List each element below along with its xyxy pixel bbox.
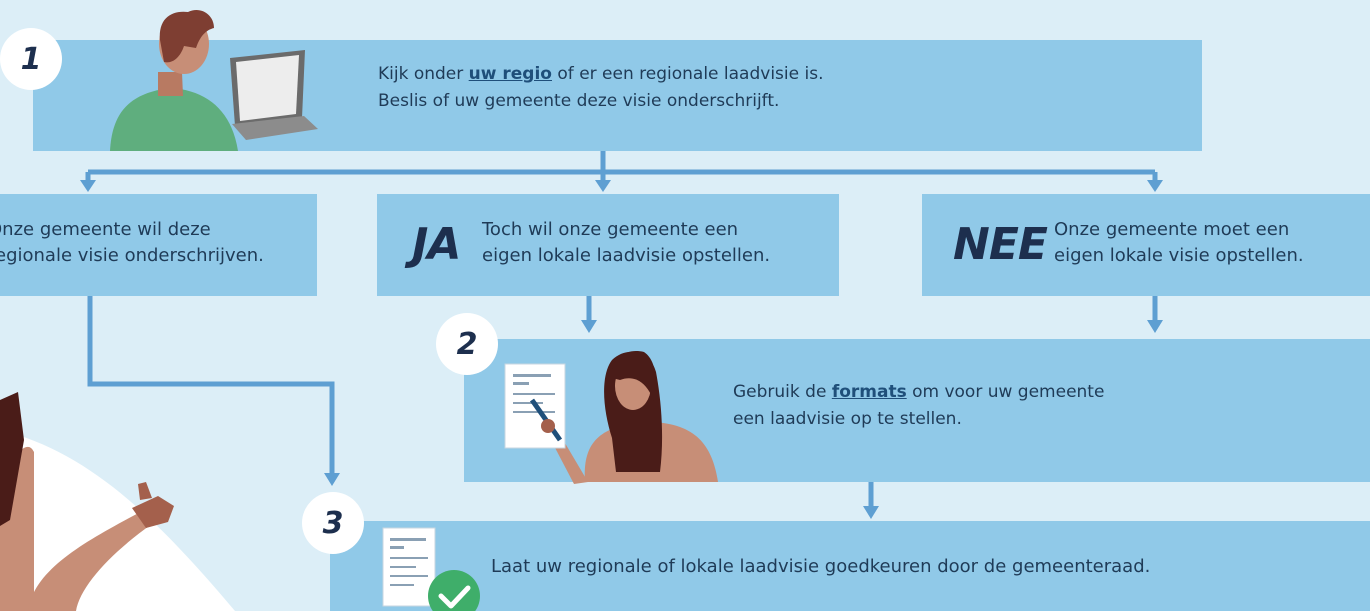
step1-badge: 1 <box>0 28 62 90</box>
approved-document-icon <box>382 527 480 611</box>
step3-badge: 3 <box>302 492 364 554</box>
branch-left-box <box>0 194 317 296</box>
arrow-step2-step3 <box>863 506 879 519</box>
step3-box <box>330 521 1370 611</box>
branch-left-line1: Onze gemeente wil deze <box>0 219 211 240</box>
uw-regio-link[interactable]: uw regio <box>468 64 552 84</box>
man-laptop-illustration <box>110 9 318 151</box>
ja-label: JA <box>412 219 461 270</box>
nee-label: NEE <box>953 219 1048 270</box>
formats-link[interactable]: formats <box>831 382 907 402</box>
step2-text: Gebruik de formats om voor uw gemeente e… <box>733 379 1104 433</box>
branch-left-line2: regionale visie onderschrijven. <box>0 245 264 266</box>
branch-right-line2: eigen lokale visie opstellen. <box>1054 245 1304 266</box>
arrow-step3 <box>324 473 340 486</box>
arrow-left <box>80 180 96 192</box>
woman-thumbs-up-illustration <box>0 392 235 611</box>
step1-line2: Beslis of uw gemeente deze visie ondersc… <box>378 91 780 111</box>
branch-middle-line1: Toch wil onze gemeente een <box>482 219 739 240</box>
branch-middle-line2: eigen lokale laadvisie opstellen. <box>482 245 771 266</box>
branch-middle-box <box>377 194 839 296</box>
step2-line2: een laadvisie op te stellen. <box>733 409 962 429</box>
step2-text-before: Gebruik de <box>733 382 832 402</box>
step2-badge: 2 <box>436 313 498 375</box>
step1-text: Kijk onder uw regio of er een regionale … <box>378 61 823 115</box>
branch-middle-text: Toch wil onze gemeente een eigen lokale … <box>482 217 770 269</box>
connector-left-to-step3 <box>87 296 335 473</box>
branch-right-box <box>922 194 1370 296</box>
step1-text-before: Kijk onder <box>378 64 469 84</box>
arrow-middle <box>595 180 611 192</box>
arrow-right-step2 <box>1147 320 1163 333</box>
branch-right-text: Onze gemeente moet een eigen lokale visi… <box>1054 217 1304 269</box>
branch-right-line1: Onze gemeente moet een <box>1054 219 1290 240</box>
woman-writing-illustration <box>504 351 718 484</box>
step2-text-after: om voor uw gemeente <box>906 382 1105 402</box>
arrow-middle-step2 <box>581 320 597 333</box>
branch-left-text: Onze gemeente wil deze regionale visie o… <box>0 217 264 269</box>
step1-text-after: of er een regionale laadvisie is. <box>552 64 824 84</box>
arrow-right <box>1147 180 1163 192</box>
step3-text: Laat uw regionale of lokale laadvisie go… <box>491 556 1151 577</box>
